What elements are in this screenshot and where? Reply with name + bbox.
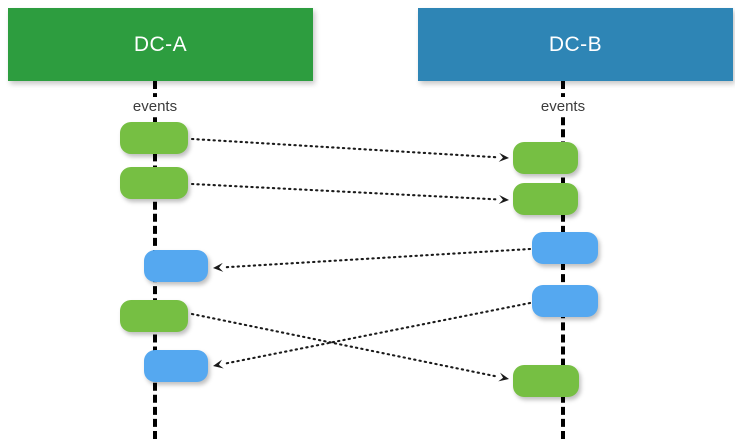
event-box-b2[interactable] [513, 183, 578, 215]
lane-title-dc-b: DC-B [548, 32, 603, 56]
event-box-b3[interactable] [532, 232, 598, 264]
lane-title-dc-a: DC-A [133, 32, 188, 56]
lane-header-dc-a: DC-A [8, 8, 313, 81]
message-m3 [213, 247, 532, 272]
event-box-a2[interactable] [120, 167, 188, 199]
message-m1 [190, 137, 509, 162]
message-m2 [190, 182, 509, 204]
lane-header-dc-b: DC-B [418, 8, 733, 81]
event-box-a3[interactable] [144, 250, 208, 282]
event-box-a5[interactable] [144, 350, 208, 382]
event-box-a4[interactable] [120, 300, 188, 332]
event-box-b5[interactable] [513, 365, 579, 397]
events-label-dc-b: events [503, 97, 623, 116]
events-label-dc-a: events [95, 97, 215, 116]
message-m5 [213, 301, 532, 369]
event-box-a1[interactable] [120, 122, 188, 154]
message-m4 [190, 312, 509, 382]
event-box-b4[interactable] [532, 285, 598, 317]
event-box-b1[interactable] [513, 142, 578, 174]
